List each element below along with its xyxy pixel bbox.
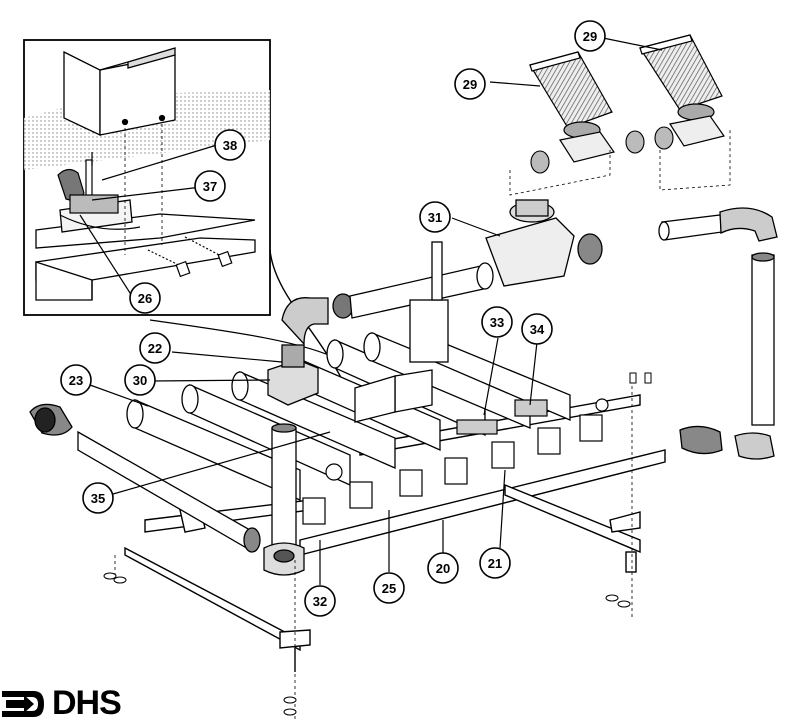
callout-29b: 29 (454, 68, 486, 100)
callout-38: 38 (214, 129, 246, 161)
inset-bracket (63, 47, 176, 137)
inset-pilot-assembly (57, 152, 141, 230)
callout-label: 32 (313, 594, 327, 609)
logo-text: DHS (52, 684, 122, 722)
callout-label: 25 (382, 581, 396, 596)
assembly-lines (114, 130, 731, 720)
callout-circle (521, 313, 553, 345)
callout-20: 20 (427, 552, 459, 584)
callout-30: 30 (124, 364, 156, 396)
callout-circle (129, 282, 161, 314)
callout-label: 22 (148, 341, 162, 356)
logo-arrow-icon (2, 691, 44, 717)
manifold-valves (302, 398, 609, 525)
fittings-row (530, 126, 674, 174)
callout-33: 33 (481, 306, 513, 338)
callout-label: 34 (530, 322, 545, 337)
right-pipe-assembly (658, 207, 778, 460)
callout-label: 38 (223, 138, 237, 153)
callout-circle (214, 129, 246, 161)
callout-label: 20 (436, 561, 450, 576)
callout-37: 37 (194, 170, 226, 202)
callout-circle (454, 68, 486, 100)
inset-tray (35, 199, 256, 301)
callout-35: 35 (82, 482, 114, 514)
callout-circle (82, 482, 114, 514)
regulator-piping (332, 199, 603, 363)
callout-label: 29 (583, 29, 597, 44)
callout-label: 35 (91, 491, 105, 506)
callout-label: 26 (138, 291, 152, 306)
callout-circle (124, 364, 156, 396)
callout-circle (481, 306, 513, 338)
callout-34: 34 (521, 313, 553, 345)
callout-leaders (79, 37, 663, 585)
callout-label: 23 (69, 373, 83, 388)
callout-label: 29 (463, 77, 477, 92)
burner-tubes (126, 329, 571, 501)
burner-tube (126, 399, 301, 501)
callout-circle (427, 552, 459, 584)
callout-circle (574, 20, 606, 52)
callout-25: 25 (373, 572, 405, 604)
fasteners (103, 372, 652, 716)
callout-label: 33 (490, 315, 504, 330)
component-29-right (639, 34, 725, 147)
callout-26: 26 (129, 282, 161, 314)
callout-21: 21 (479, 547, 511, 579)
callout-label: 37 (203, 179, 217, 194)
callout-bubbles: 29 29 31 38 37 26 22 30 23 33 34 35 32 25 20 21 (60, 20, 606, 617)
callout-23: 23 (60, 364, 92, 396)
callout-circle (194, 170, 226, 202)
callout-circle (373, 572, 405, 604)
callout-label: 31 (428, 210, 442, 225)
inset-screws (147, 236, 233, 278)
component-29-left (529, 51, 615, 163)
callout-circle (304, 585, 336, 617)
callout-label: 30 (133, 373, 147, 388)
inset-detail (23, 39, 271, 316)
callout-circle (60, 364, 92, 396)
dhs-logo (2, 691, 44, 717)
callout-31: 31 (419, 201, 451, 233)
callout-32: 32 (304, 585, 336, 617)
callout-circle (479, 547, 511, 579)
callout-circle (419, 201, 451, 233)
callout-label: 21 (488, 556, 502, 571)
left-pipe-assembly (29, 297, 433, 576)
callout-circle (139, 332, 171, 364)
callout-29a: 29 (574, 20, 606, 52)
callout-22: 22 (139, 332, 171, 364)
